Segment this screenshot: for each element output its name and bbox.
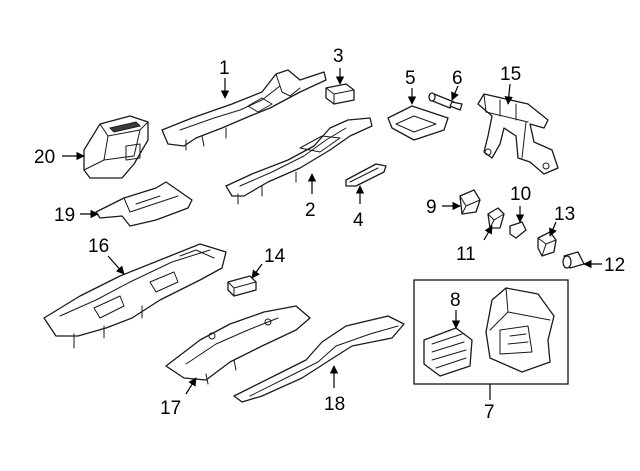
svg-text:14: 14 [264, 246, 286, 267]
callout-1: 1 [219, 58, 230, 99]
part-8-vent-insert [423, 327, 473, 377]
callout-15: 15 [500, 64, 521, 105]
callout-14: 14 [251, 246, 286, 279]
part-14-block [227, 275, 257, 297]
callout-7: 7 [484, 384, 495, 423]
callout-2: 2 [305, 173, 317, 221]
svg-text:16: 16 [88, 236, 109, 257]
svg-text:17: 17 [160, 398, 181, 419]
callout-10: 10 [510, 184, 531, 223]
svg-text:15: 15 [500, 64, 521, 85]
svg-text:13: 13 [554, 204, 575, 225]
svg-text:7: 7 [484, 402, 495, 423]
part-11-connector [487, 207, 505, 229]
part-20-shifter-housing [83, 115, 149, 179]
part-19-bracket-plate [95, 181, 193, 227]
part-1-shift-console-panel [161, 69, 327, 151]
svg-text:12: 12 [604, 255, 625, 276]
svg-text:20: 20 [34, 147, 55, 168]
callout-16: 16 [88, 236, 125, 275]
callout-6: 6 [451, 68, 463, 101]
svg-text:10: 10 [510, 184, 531, 205]
svg-text:2: 2 [305, 200, 316, 221]
part-12-bulb [562, 251, 585, 269]
part-10-connector [509, 221, 527, 239]
part-2-console-trim [225, 117, 373, 205]
part-7-vent-assembly [485, 287, 555, 373]
svg-text:11: 11 [456, 244, 476, 265]
callout-9: 9 [426, 197, 461, 218]
part-4-trim-strip [345, 163, 387, 187]
callout-20: 20 [34, 147, 85, 168]
callout-19: 19 [54, 205, 99, 226]
callout-3: 3 [333, 46, 345, 85]
svg-text:1: 1 [219, 58, 230, 79]
svg-text:5: 5 [405, 68, 416, 89]
callout-4: 4 [353, 185, 365, 231]
part-7-group-box [413, 279, 569, 385]
svg-text:4: 4 [353, 210, 364, 231]
callout-12: 12 [583, 255, 625, 276]
part-18-side-trim [233, 315, 405, 403]
callout-5: 5 [405, 68, 417, 105]
svg-text:18: 18 [324, 394, 345, 415]
svg-text:19: 19 [54, 205, 75, 226]
callout-8: 8 [450, 290, 461, 329]
svg-text:3: 3 [333, 46, 344, 67]
part-13-switch [537, 231, 557, 257]
part-9-connector [459, 189, 481, 215]
svg-text:9: 9 [426, 197, 437, 218]
part-3-clip [325, 83, 355, 105]
svg-text:8: 8 [450, 290, 461, 311]
part-17-support-bracket [165, 305, 311, 385]
callout-11: 11 [456, 225, 493, 265]
part-16-console-base [43, 243, 227, 349]
part-5-bracket-tray [387, 105, 449, 141]
part-15-mounting-bracket [477, 93, 559, 175]
callout-17: 17 [160, 377, 197, 419]
svg-text:6: 6 [452, 68, 463, 89]
callout-18: 18 [324, 365, 345, 415]
callout-13: 13 [549, 204, 575, 237]
part-6-pin [428, 92, 463, 111]
